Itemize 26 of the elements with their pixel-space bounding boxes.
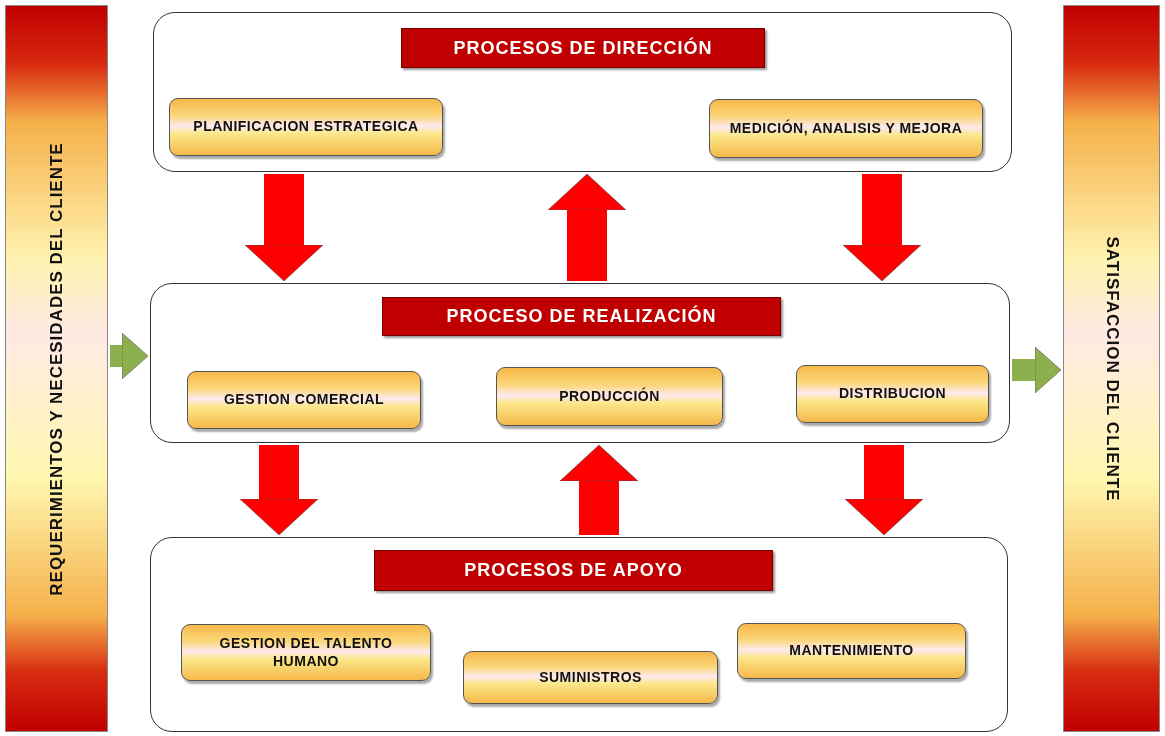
process-group-panel [150, 537, 1008, 732]
section-title: PROCESO DE REALIZACIÓN [382, 297, 781, 336]
band-label: REQUERIMIENTOS Y NECESIDADES DEL CLIENTE [46, 141, 67, 596]
section-title: PROCESOS DE APOYO [374, 550, 773, 591]
process-box: GESTION DEL TALENTO HUMANO [181, 624, 431, 681]
block-arrow [842, 174, 922, 282]
block-arrow [244, 174, 324, 282]
side-band [5, 5, 108, 732]
process-box: MEDICIÓN, ANALISIS Y MEJORA [709, 99, 983, 158]
process-group-panel [153, 12, 1012, 172]
band-label: SATISFACCION DEL CLIENTE [1101, 235, 1122, 502]
process-box: PRODUCCIÓN [496, 367, 723, 426]
block-arrow [844, 445, 924, 536]
process-group-panel [150, 283, 1010, 443]
block-arrow [1012, 346, 1062, 394]
block-arrow [547, 173, 627, 281]
section-title: PROCESOS DE DIRECCIÓN [401, 28, 765, 68]
process-box: PLANIFICACION ESTRATEGICA [169, 98, 443, 156]
block-arrow [559, 444, 639, 535]
process-box: GESTION COMERCIAL [187, 371, 421, 429]
process-box: DISTRIBUCION [796, 365, 989, 423]
process-box: SUMINISTROS [463, 651, 718, 704]
block-arrow [239, 445, 319, 536]
side-band [1063, 5, 1160, 732]
block-arrow [110, 332, 149, 380]
process-box: MANTENIMIENTO [737, 623, 966, 679]
